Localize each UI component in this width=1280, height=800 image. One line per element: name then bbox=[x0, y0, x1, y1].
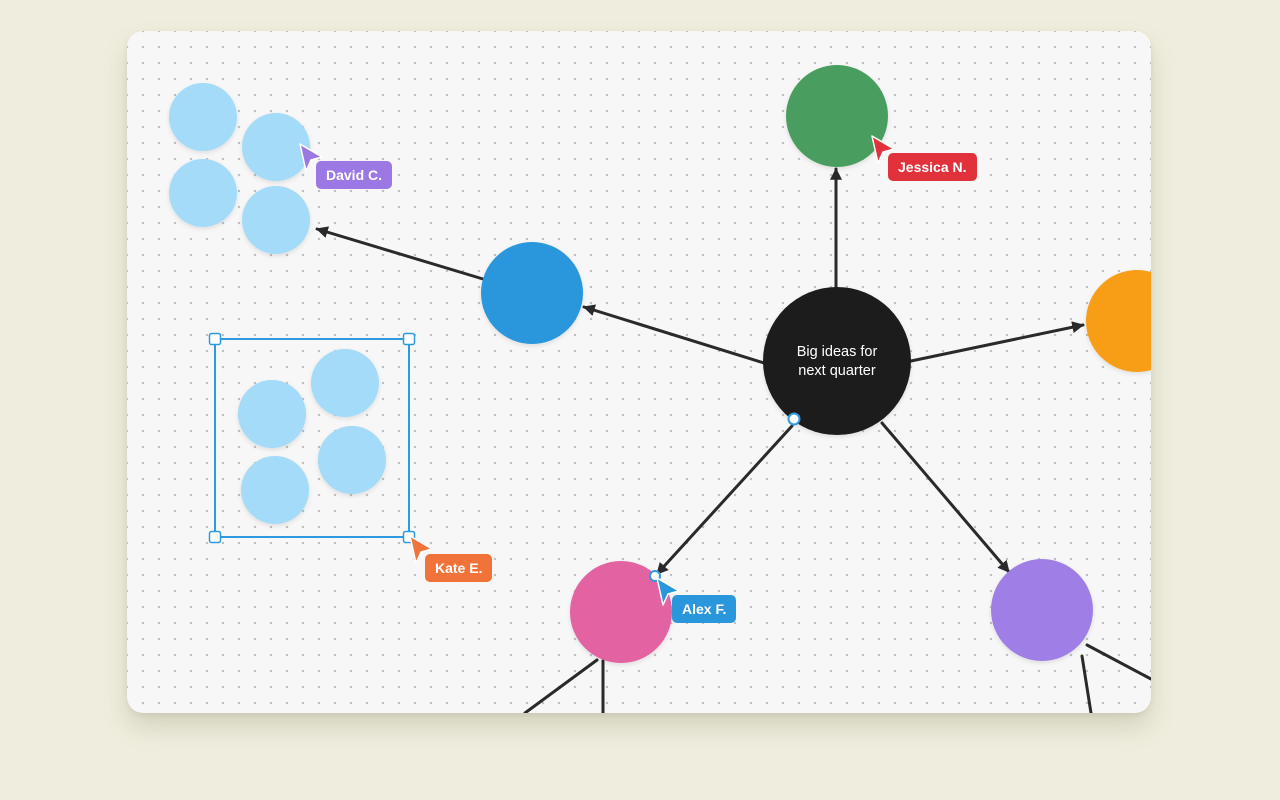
connector-to-purple[interactable] bbox=[880, 421, 1011, 574]
collaborator-tag-alex: Alex F. bbox=[672, 595, 737, 623]
light-blue-circle[interactable] bbox=[241, 456, 309, 524]
connector-blue-to-cluster[interactable] bbox=[315, 226, 485, 281]
connector-pink-left[interactable] bbox=[523, 658, 599, 713]
light-blue-circle[interactable] bbox=[242, 186, 310, 254]
node-central[interactable] bbox=[763, 287, 911, 435]
cursor-arrow-icon bbox=[299, 143, 323, 172]
connector-purple-right[interactable] bbox=[1085, 643, 1151, 681]
selection-handle-top-left[interactable] bbox=[208, 332, 222, 346]
collaborator-tag-david: David C. bbox=[316, 161, 393, 189]
node-purple[interactable] bbox=[991, 559, 1093, 661]
light-blue-circle[interactable] bbox=[238, 380, 306, 448]
light-blue-cluster-top[interactable] bbox=[169, 83, 310, 254]
light-blue-cluster-selected[interactable] bbox=[238, 349, 386, 524]
node-blue[interactable] bbox=[481, 242, 583, 344]
whiteboard-canvas[interactable]: Big ideas for next quarter David C. Jess… bbox=[127, 31, 1151, 713]
central-node-label-line2: next quarter bbox=[798, 363, 876, 379]
node-orange[interactable] bbox=[1086, 270, 1151, 372]
connector-to-pink[interactable] bbox=[655, 424, 794, 576]
light-blue-circle[interactable] bbox=[169, 83, 237, 151]
connector-to-blue[interactable] bbox=[582, 304, 766, 365]
cursor-arrow-icon bbox=[871, 135, 895, 164]
collaborator-tag-kate: Kate E. bbox=[425, 554, 493, 582]
cursor-arrow-icon bbox=[656, 577, 680, 606]
light-blue-circle[interactable] bbox=[169, 159, 237, 227]
connection-handle[interactable] bbox=[787, 412, 801, 426]
node-pink[interactable] bbox=[570, 561, 672, 663]
connector-purple-down[interactable] bbox=[1080, 654, 1093, 713]
connector-to-orange[interactable] bbox=[909, 321, 1085, 363]
central-node-label-line1: Big ideas for bbox=[797, 344, 878, 360]
selection-handle-bottom-left[interactable] bbox=[208, 530, 222, 544]
cursor-arrow-icon bbox=[409, 535, 433, 564]
selection-box[interactable] bbox=[214, 338, 410, 538]
light-blue-circle[interactable] bbox=[311, 349, 379, 417]
node-green[interactable] bbox=[786, 65, 888, 167]
collaborator-tag-jessica: Jessica N. bbox=[888, 153, 977, 181]
selection-handle-top-right[interactable] bbox=[402, 332, 416, 346]
light-blue-circle[interactable] bbox=[318, 426, 386, 494]
mind-map[interactable]: Big ideas for next quarter bbox=[127, 31, 1151, 713]
light-blue-circle[interactable] bbox=[242, 113, 310, 181]
